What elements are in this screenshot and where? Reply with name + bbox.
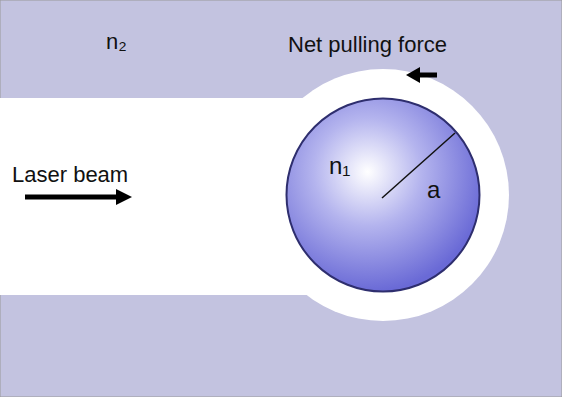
beam-arrow [25, 189, 132, 205]
beam-halo [257, 69, 509, 321]
beam-label: Laser beam [12, 163, 128, 187]
sphere-outline [285, 97, 481, 293]
sphere-body [287, 99, 480, 292]
refractive-index: n₁ [329, 153, 350, 179]
force-label: Net pulling force [288, 33, 447, 57]
particle-sphere: n₁ a [285, 97, 481, 293]
medium-index: n₂ [106, 30, 127, 54]
radius-line [382, 133, 455, 198]
radius-label: a [427, 177, 440, 203]
pull-arrow [406, 67, 437, 83]
